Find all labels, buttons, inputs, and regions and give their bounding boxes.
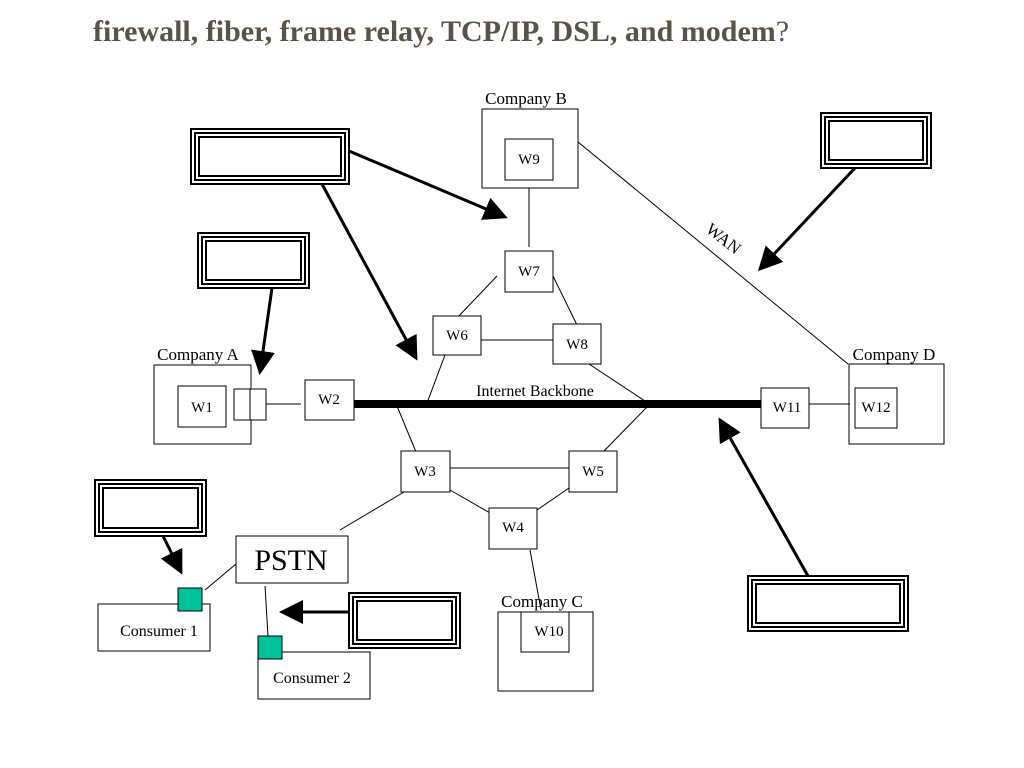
connection-lines	[204, 141, 850, 637]
company-b-box	[481, 108, 579, 189]
arrow-fiber	[320, 183, 418, 361]
company-c-label: Company C	[501, 592, 583, 611]
link-w5-w4	[536, 487, 570, 511]
consumer-2-label: Consumer 2	[273, 670, 351, 687]
node-w10	[520, 611, 570, 653]
node-w6	[432, 315, 482, 356]
link-w3-pstn	[339, 491, 405, 531]
page-title: firewall, fiber, frame relay, TCP/IP, DS…	[93, 12, 993, 56]
answer-box-5[interactable]	[348, 592, 461, 649]
node-w1	[177, 385, 227, 428]
company-d-box	[848, 363, 945, 445]
node-w11	[760, 387, 810, 429]
node-w2	[304, 379, 355, 421]
node-w7-label: W7	[518, 264, 540, 280]
consumer-1-label: Consumer 1	[120, 623, 198, 640]
node-w10-label: W10	[534, 624, 563, 640]
arrow-wan	[757, 166, 857, 272]
arrow-firewall	[251, 287, 275, 375]
node-w11-label: W11	[773, 400, 802, 416]
node-w12-label: W12	[861, 400, 890, 416]
wan-label: WAN	[702, 219, 744, 258]
link-backbone-w3	[396, 405, 417, 453]
node-w4-label: W4	[502, 520, 524, 536]
node-w9-label: W9	[518, 152, 540, 168]
node-w8-label: W8	[566, 337, 588, 353]
node-w1-label: W1	[191, 400, 213, 416]
answer-box-4[interactable]	[94, 479, 207, 537]
company-a-label: Company A	[157, 345, 239, 364]
link-w7-w8	[552, 275, 578, 326]
answer-box-3[interactable]	[197, 232, 310, 289]
node-w12	[854, 387, 898, 429]
backbone-label: Internet Backbone	[476, 383, 594, 400]
node-w2-label: W2	[318, 392, 340, 408]
title-suffix: ?	[775, 15, 790, 48]
consumer-2-box	[257, 651, 371, 700]
title-text: firewall, fiber, frame relay, TCP/IP, DS…	[93, 15, 776, 48]
answer-box-1[interactable]	[190, 128, 350, 185]
link-w4-c	[529, 549, 542, 611]
node-w3-label: W3	[414, 464, 436, 480]
wan-link	[577, 141, 849, 365]
link-pstn-consumer1	[204, 563, 237, 591]
node-w7	[504, 250, 554, 293]
link-w6-backbone	[426, 354, 446, 404]
answer-box-2[interactable]	[820, 112, 932, 169]
modem-consumer-2	[257, 635, 283, 660]
node-w6-label: W6	[446, 328, 468, 344]
pstn-box	[235, 535, 349, 584]
node-w5-label: W5	[582, 464, 604, 480]
link-pstn-consumer2	[264, 585, 269, 637]
node-w4	[488, 507, 538, 550]
link-w3-w4	[449, 489, 491, 514]
link-w8-backbone	[588, 363, 649, 404]
arrow-frame-relay	[348, 149, 508, 220]
arrow-modem-1	[160, 535, 183, 575]
pstn-label: PSTN	[254, 544, 327, 577]
node-w3	[400, 450, 451, 493]
arrow-backbone	[718, 417, 810, 577]
node-w9	[504, 138, 554, 181]
link-w7-w6	[456, 275, 498, 319]
consumer-1-box	[97, 603, 211, 652]
link-backbone-w5	[602, 405, 649, 453]
company-d-label: Company D	[853, 345, 936, 364]
answer-box-6[interactable]	[747, 575, 909, 632]
node-w5	[568, 450, 618, 493]
modem-consumer-1	[177, 587, 203, 612]
company-b-label: Company B	[485, 89, 567, 108]
node-w8	[552, 323, 602, 365]
